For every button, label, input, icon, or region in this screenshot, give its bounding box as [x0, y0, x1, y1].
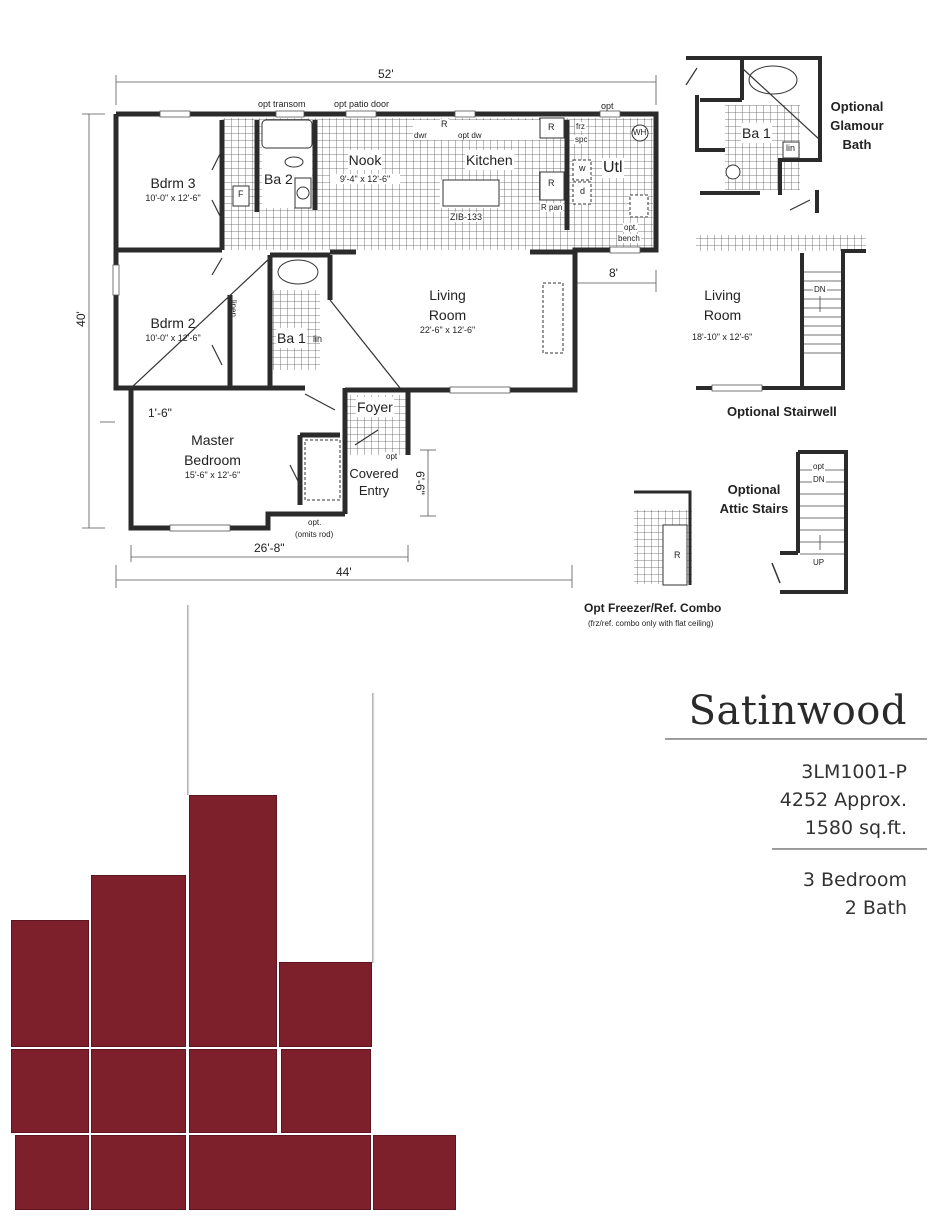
- model-baths: 2 Bath: [844, 897, 907, 919]
- label-frz: frz: [575, 122, 586, 131]
- dim-overall-depth: 40': [73, 311, 88, 327]
- dimension-lines: [82, 75, 657, 588]
- walls: [113, 111, 659, 531]
- room-living: Living Room 22'-6" x 12'-6": [419, 287, 476, 335]
- stairwell-living-room: Living Room: [703, 287, 742, 323]
- specs-divider: [772, 848, 927, 850]
- label-opt-transom: opt transom: [258, 99, 306, 109]
- label-range: R: [440, 119, 449, 129]
- option-glamour-bath-label: Optional Glamour Bath: [830, 99, 884, 152]
- floor-plan-drawing: [82, 56, 866, 594]
- label-dryer: d: [579, 186, 587, 196]
- label-island: ZIB-133: [449, 212, 484, 222]
- label-opt-bench-2: bench: [617, 234, 641, 243]
- label-dwr: dwr: [413, 131, 428, 140]
- label-opt-rod-2: (omits rod): [295, 530, 334, 539]
- stairwell-dn: DN: [813, 285, 827, 294]
- option-freezer-combo-note: (frz/ref. combo only with flat ceiling): [588, 619, 714, 628]
- room-master-bedroom: Master Bedroom 15'-6" x 12'-6": [184, 432, 241, 480]
- dim-lower-width: 44': [336, 565, 352, 579]
- glamour-bath-lin: lin: [786, 143, 796, 153]
- label-pantry: R pan: [540, 203, 564, 212]
- decorative-tile-graphic: [0, 600, 470, 1224]
- room-bdrm-3: Bdrm 3 10'-0" x 12'-6": [145, 175, 201, 203]
- label-fridge-2: R: [547, 178, 556, 188]
- stairwell-living-size: 18'-10" x 12'-6": [692, 332, 753, 342]
- label-opt-entry: opt: [385, 452, 399, 461]
- label-spc: spc: [574, 135, 589, 144]
- option-attic-stairs-label: Optional Attic Stairs: [719, 482, 789, 516]
- label-furnace: F: [238, 189, 244, 199]
- attic-stairs-opt: opt: [812, 462, 826, 471]
- dim-entry-depth: 6'-6": [412, 471, 427, 495]
- label-linen: linen: [228, 300, 238, 317]
- label-opt-rod-1: opt.: [308, 518, 322, 527]
- model-code: 3LM1001-P: [801, 761, 907, 783]
- label-washer: w: [578, 163, 587, 173]
- freezer-combo-r: R: [673, 550, 682, 560]
- label-water-heater: WH: [633, 128, 647, 137]
- model-approx: 4252 Approx.: [779, 789, 907, 811]
- label-opt-top: opt: [601, 101, 614, 111]
- room-covered-entry: Covered Entry: [348, 465, 400, 499]
- model-rooms: 3 Bedroom 2 Bath: [803, 866, 907, 922]
- attic-stairs-dn: DN: [812, 475, 826, 484]
- dim-master-wing: 26'-8": [254, 541, 285, 555]
- model-specs: 3LM1001-P 4252 Approx. 1580 sq.ft.: [780, 758, 907, 842]
- room-ba-2: Ba 2: [263, 169, 294, 189]
- room-bdrm-2: Bdrm 2 10'-0" x 12'-6": [145, 315, 201, 343]
- room-kitchen: Kitchen: [465, 150, 514, 170]
- label-opt-dw: opt dw: [457, 131, 483, 140]
- room-nook: Nook 9'-4" x 12'-6": [330, 150, 400, 184]
- option-freezer-combo-label: Opt Freezer/Ref. Combo: [584, 601, 722, 615]
- room-utl: Utl: [602, 158, 624, 178]
- glamour-bath-ba-1: Ba 1: [741, 123, 772, 143]
- room-foyer: Foyer: [356, 397, 394, 417]
- label-opt-bench-1: opt.: [623, 223, 639, 232]
- dim-bump-out: 8': [609, 266, 618, 280]
- attic-stairs-up: UP: [812, 558, 826, 567]
- model-sqft: 1580 sq.ft.: [804, 817, 907, 839]
- label-lin: lin: [313, 334, 323, 344]
- label-fridge: R: [547, 122, 556, 132]
- title-divider: [665, 738, 927, 740]
- label-opt-patio-door: opt patio door: [334, 99, 390, 109]
- option-stairwell-label: Optional Stairwell: [727, 404, 837, 419]
- model-bedrooms: 3 Bedroom: [802, 869, 907, 891]
- dim-overall-width: 52': [378, 67, 394, 81]
- room-ba-1: Ba 1: [276, 328, 307, 348]
- dim-offset: 1'-6": [148, 406, 172, 420]
- model-name: Satinwood: [688, 688, 907, 734]
